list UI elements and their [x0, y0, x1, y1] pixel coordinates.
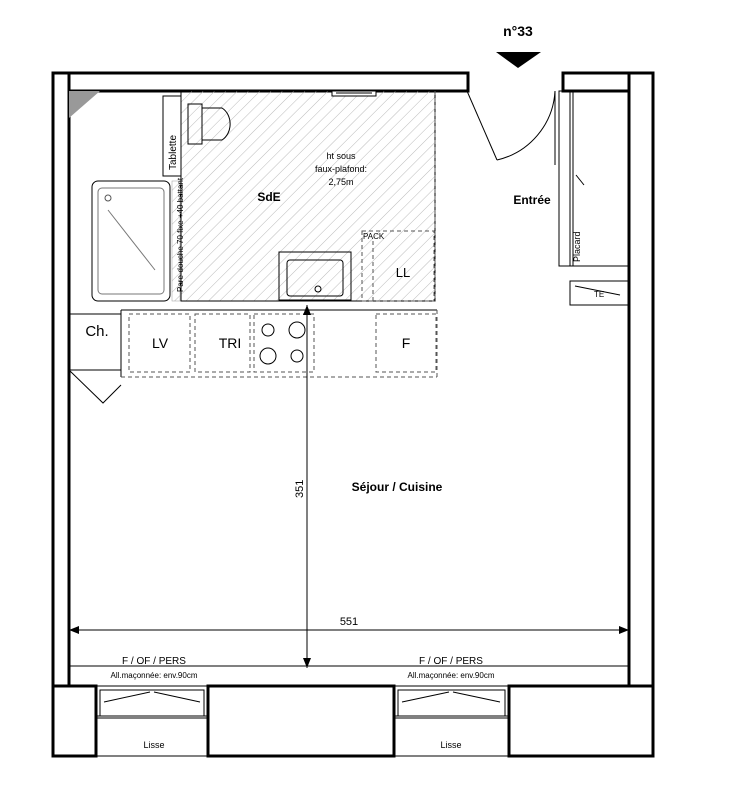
placard-cupboard	[558, 90, 629, 267]
tablette-shelf	[162, 95, 182, 177]
bathroom-sink	[278, 251, 352, 301]
window-right	[393, 685, 510, 757]
corner-fill	[69, 91, 100, 118]
entry-door	[466, 90, 556, 165]
dimension-height-label: 351	[294, 480, 306, 498]
dimension-width-label: 551	[340, 616, 358, 628]
vent	[331, 90, 377, 97]
kitchen-counter	[120, 309, 438, 378]
te-label: TE	[594, 290, 604, 299]
ceiling-note-line1: ht sous	[326, 151, 356, 161]
shower	[91, 180, 181, 302]
pack-label: PACK	[363, 232, 385, 241]
tri-label: TRI	[219, 335, 242, 351]
te-box	[569, 280, 630, 306]
outer-walls	[51, 71, 655, 758]
room-label-sde: SdE	[257, 190, 280, 204]
unit-number: n°33	[503, 23, 533, 39]
room-label-entree: Entrée	[513, 193, 551, 207]
pack-box	[361, 230, 435, 302]
window-left	[95, 685, 209, 757]
hob-icon	[259, 321, 306, 365]
dimension-width	[69, 626, 629, 634]
window-left-sill: Lisse	[143, 740, 164, 750]
lv-label: LV	[152, 335, 169, 351]
dimension-height	[303, 305, 311, 668]
window-left-wall: All.maçonnée: env.90cm	[110, 671, 197, 680]
f-label: F	[402, 335, 411, 351]
tablette-label: Tablette	[168, 135, 179, 170]
window-right-wall: All.maçonnée: env.90cm	[407, 671, 494, 680]
room-label-sejour: Séjour / Cuisine	[352, 480, 443, 494]
shower-note: Pare-douche 70 fixe +40 battant	[176, 177, 185, 292]
entry-arrow-icon	[496, 52, 541, 68]
ll-label: LL	[396, 265, 410, 280]
ch-door	[68, 369, 122, 404]
ch-label: Ch.	[85, 323, 108, 340]
bathroom-area	[180, 90, 436, 302]
window-right-type: F / OF / PERS	[419, 656, 483, 667]
placard-label: Placard	[572, 231, 582, 262]
window-left-type: F / OF / PERS	[122, 656, 186, 667]
toilet	[187, 103, 231, 145]
window-right-sill: Lisse	[440, 740, 461, 750]
ceiling-note-line2: faux-plafond:	[315, 164, 367, 174]
ceiling-note-line3: 2,75m	[328, 177, 353, 187]
